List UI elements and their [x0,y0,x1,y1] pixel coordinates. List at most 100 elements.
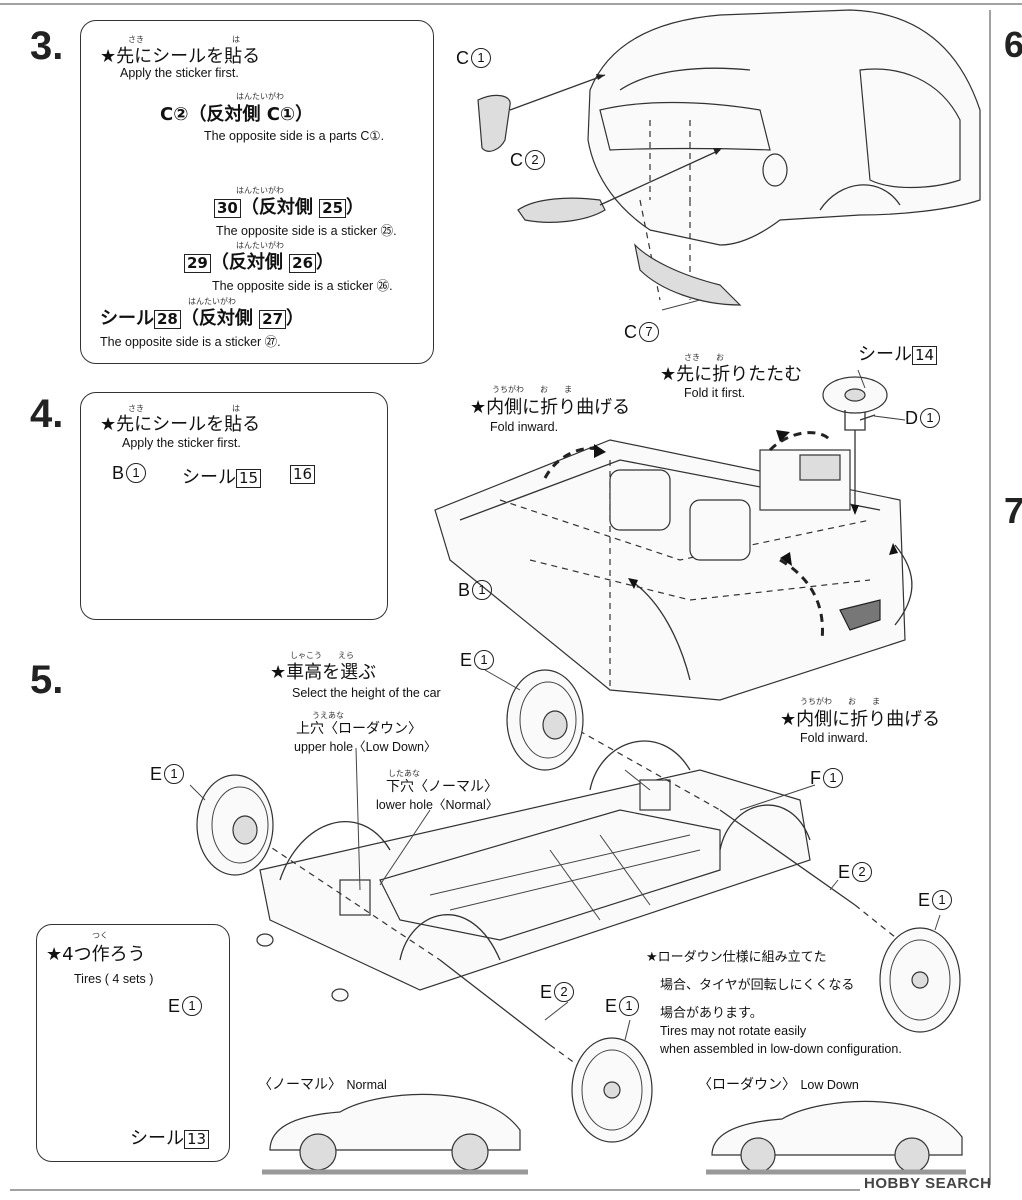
lowdown-label: 〈ローダウン〉 Low Down [698,1077,859,1093]
lowdown-warning-en-1: Tires may not rotate easily [660,1024,807,1038]
lower-hole-en: lower hole〈Normal〉 [376,798,499,812]
height-ruby: しゃこう えら [290,651,354,660]
fold-inward2-en: Fold inward. [800,731,869,745]
upper-hole-ruby: うえあな [312,711,344,720]
steering-wheel-drawing [822,376,888,431]
sticker-29-en: The opposite side is a sticker ㉖. [212,279,393,293]
watermark: HOBBY SEARCH [864,1175,992,1192]
height-en: Select the height of the car [292,686,441,700]
step-4-number: 4. [30,392,64,436]
step-3-number: 3. [30,24,64,68]
wheel-left-drawing [196,774,274,876]
step-5-number: 5. [30,658,64,702]
sticker-13-box: 13 [184,1130,210,1149]
lower-hole-ruby: したあな [388,769,420,778]
step3-ruby-hantaigawa-1: はんたいがわ [236,92,284,101]
chassis-drawing [256,740,811,1002]
sticker-29-line: 29（反対側 26） [184,248,334,274]
lowdown-warning-jp-1: ★ローダウン仕様に組み立てた [646,950,827,965]
car-normal-drawing [262,1093,528,1175]
tires-title: ★4つ作ろう [46,944,146,965]
sticker-29-box: 29 [184,254,211,273]
step4-ruby-saki: さき [128,404,144,413]
part-c2-label: C②（反対側 C①） [160,104,314,125]
step3-ruby-saki: さき [128,35,144,44]
fold-first-ruby: さき お [684,353,724,362]
step-6-number: 6 [1004,24,1022,65]
fold-inward2-ruby: うちがわ お ま [800,697,880,706]
step-3-panel [80,20,434,364]
part-c7-drawing [634,243,742,306]
step3-ruby-ha: は [232,35,240,44]
sticker-30-text: （反対側 [240,197,313,218]
wheel-right-drawing [879,927,961,1033]
fold-first-title: ★先に折りたたむ [660,364,803,385]
step-4-panel [80,392,388,620]
fold-inward-en: Fold inward. [490,420,559,434]
upper-hole-jp: 上穴〈ローダウン〉 [296,721,422,737]
sticker-27-box: 27 [259,310,287,329]
step3-star-en: Apply the sticker first. [120,66,239,80]
step3-star-title: ★先にシールを貼る [100,46,261,67]
lowdown-warning-en-2: when assembled in low-down configuration… [660,1042,902,1056]
step4-star-title: ★先にシールを貼る [100,414,261,435]
interior-tub-drawing [434,439,906,701]
sticker-26-box: 26 [289,254,317,273]
tires-ruby: つく [92,931,108,940]
height-title: ★車高を選ぶ [270,662,377,683]
fold-inward-title: ★内側に折り曲げる [470,397,631,418]
upper-hole-en: upper hole〈Low Down〉 [294,740,437,754]
step3-ruby-hantaigawa-3: はんたいがわ [236,241,284,250]
sticker-25-box: 25 [319,199,347,218]
seal-28-label: シール [100,308,154,329]
normal-label: 〈ノーマル〉 Normal [258,1077,387,1093]
car-lowdown-drawing [706,1100,966,1175]
car-rear-drawing [587,9,981,301]
lowdown-warning-jp-2: 場合、タイヤが回転しにくくなる [660,978,855,993]
lower-hole-jp: 下穴〈ノーマル〉 [386,779,498,795]
wheel-bottom-drawing [571,1037,653,1143]
sticker-28-en: The opposite side is a sticker ㉗. [100,335,281,349]
step4-star-en: Apply the sticker first. [122,436,241,450]
part-c2-en: The opposite side is a parts C①. [204,129,385,143]
fold-inward-ruby: うちがわ お ま [492,385,572,394]
tires-panel [36,924,230,1162]
step-7-number: 7 [1004,490,1022,531]
sticker-14-box: 14 [912,346,938,365]
sticker-30-box: 30 [214,199,241,218]
fold-inward2-title: ★内側に折り曲げる [780,709,941,730]
part-c1-drawing [477,94,511,152]
sticker-30-en: The opposite side is a sticker ㉕. [216,224,397,238]
sticker-15-box: 15 [236,469,262,488]
lowdown-warning-jp-3: 場合があります。 [660,1006,763,1021]
sticker-29-text: （反対側 [210,252,283,273]
step3-ruby-hantaigawa-4: はんたいがわ [188,297,236,306]
sticker-28-box: 28 [154,310,181,329]
part-c2-drawing [517,197,606,223]
step4-ruby-ha: は [232,404,240,413]
step3-ruby-hantaigawa-2: はんたいがわ [236,186,284,195]
sticker-16-box: 16 [290,465,316,484]
wheel-top-drawing [506,669,584,771]
fold-first-en: Fold it first. [684,386,746,400]
sticker-30-line: 30（反対側 25） [214,193,364,219]
sticker-28-text: （反対側 [180,308,253,329]
